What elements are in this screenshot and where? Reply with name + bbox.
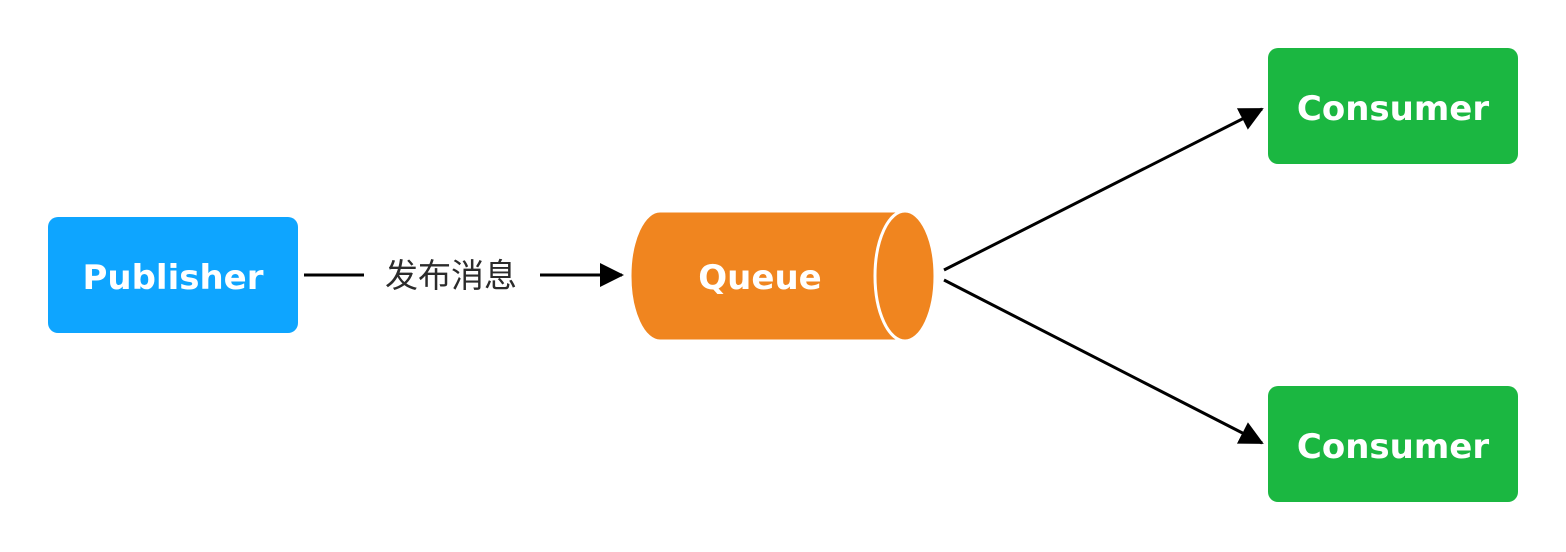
publisher-box — [48, 217, 298, 333]
publisher-label: Publisher — [82, 258, 263, 298]
queue-cylinder-cap — [873, 209, 937, 343]
consumer-top-label: Consumer — [1297, 89, 1489, 129]
queue-node[interactable]: Queue — [628, 209, 937, 343]
queue-to-consumer-top-arrow — [943, 107, 1264, 272]
publisher-node[interactable]: Publisher — [48, 217, 298, 333]
consumer-bottom-label: Consumer — [1297, 427, 1489, 467]
consumer-top-box — [1268, 48, 1518, 164]
publish-edge-label: 发布消息 — [385, 256, 517, 295]
consumer-bottom-box — [1268, 386, 1518, 502]
queue-to-consumer-bottom-arrow — [943, 278, 1264, 445]
consumer-bottom-node[interactable]: Consumer — [1268, 386, 1518, 502]
consumer-top-node[interactable]: Consumer — [1268, 48, 1518, 164]
queue-label: Queue — [698, 258, 821, 298]
queue-cylinder-body — [628, 209, 907, 343]
publish-edge: 发布消息 — [304, 256, 624, 295]
